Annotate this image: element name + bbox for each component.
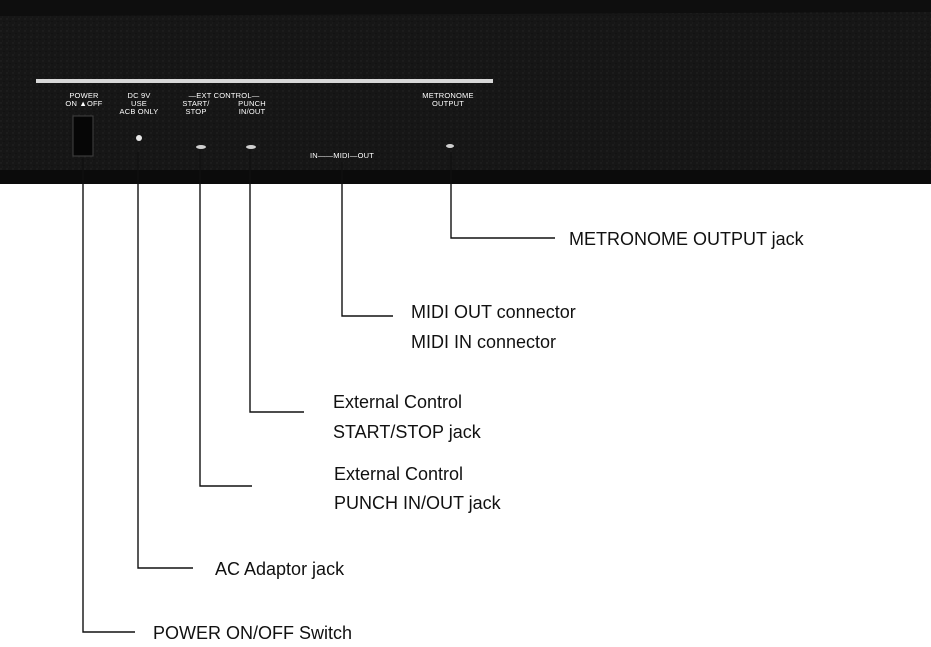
panel-label-power-1: POWER	[69, 91, 99, 100]
power-switch	[72, 115, 94, 157]
panel-label-metronome-2: OUTPUT	[432, 99, 464, 108]
panel-label-dc-3: ACB ONLY	[120, 107, 159, 116]
callout-labels: METRONOME OUTPUT jack MIDI OUT connector…	[153, 229, 805, 643]
callout-midi-in: MIDI IN connector	[411, 332, 556, 352]
metronome-jack	[446, 144, 454, 148]
leader-start-stop	[249, 150, 304, 413]
device-rear-panel	[0, 0, 931, 184]
callout-punch-1: External Control	[334, 464, 463, 484]
leader-ac-adaptor	[137, 152, 193, 569]
leader-midi	[341, 162, 393, 317]
leader-punch	[199, 150, 252, 487]
callout-midi-out: MIDI OUT connector	[411, 302, 576, 322]
panel-label-ext-control: —EXT CONTROL—	[189, 91, 260, 100]
panel-labels: POWER ON ▲OFF DC 9V USE ACB ONLY —EXT CO…	[65, 91, 473, 160]
leader-metronome	[450, 152, 555, 239]
panel-label-midi: IN——MIDI—OUT	[310, 151, 374, 160]
leader-lines	[82, 150, 555, 633]
panel-label-start-1: START/	[182, 99, 210, 108]
start-stop-jack	[196, 145, 206, 149]
callout-start-stop-2: START/STOP jack	[333, 422, 482, 442]
leader-power	[82, 158, 135, 633]
panel-label-dc-1: DC 9V	[127, 91, 150, 100]
panel-label-punch-2: IN/OUT	[239, 107, 266, 116]
callout-ac-adaptor: AC Adaptor jack	[215, 559, 345, 579]
callout-power: POWER ON/OFF Switch	[153, 623, 352, 643]
panel-label-punch-1: PUNCH	[238, 99, 266, 108]
callout-start-stop-1: External Control	[333, 392, 462, 412]
callout-punch-2: PUNCH IN/OUT jack	[334, 493, 502, 513]
panel-label-dc-2: USE	[131, 99, 147, 108]
callout-metronome: METRONOME OUTPUT jack	[569, 229, 805, 249]
panel-stripe	[36, 79, 493, 83]
punch-jack	[246, 145, 256, 149]
panel-hardware	[72, 115, 454, 157]
panel-label-metronome-1: METRONOME	[422, 91, 473, 100]
dc-jack	[136, 135, 142, 141]
panel-label-power-2: ON ▲OFF	[65, 99, 102, 108]
panel-label-start-2: STOP	[185, 107, 206, 116]
